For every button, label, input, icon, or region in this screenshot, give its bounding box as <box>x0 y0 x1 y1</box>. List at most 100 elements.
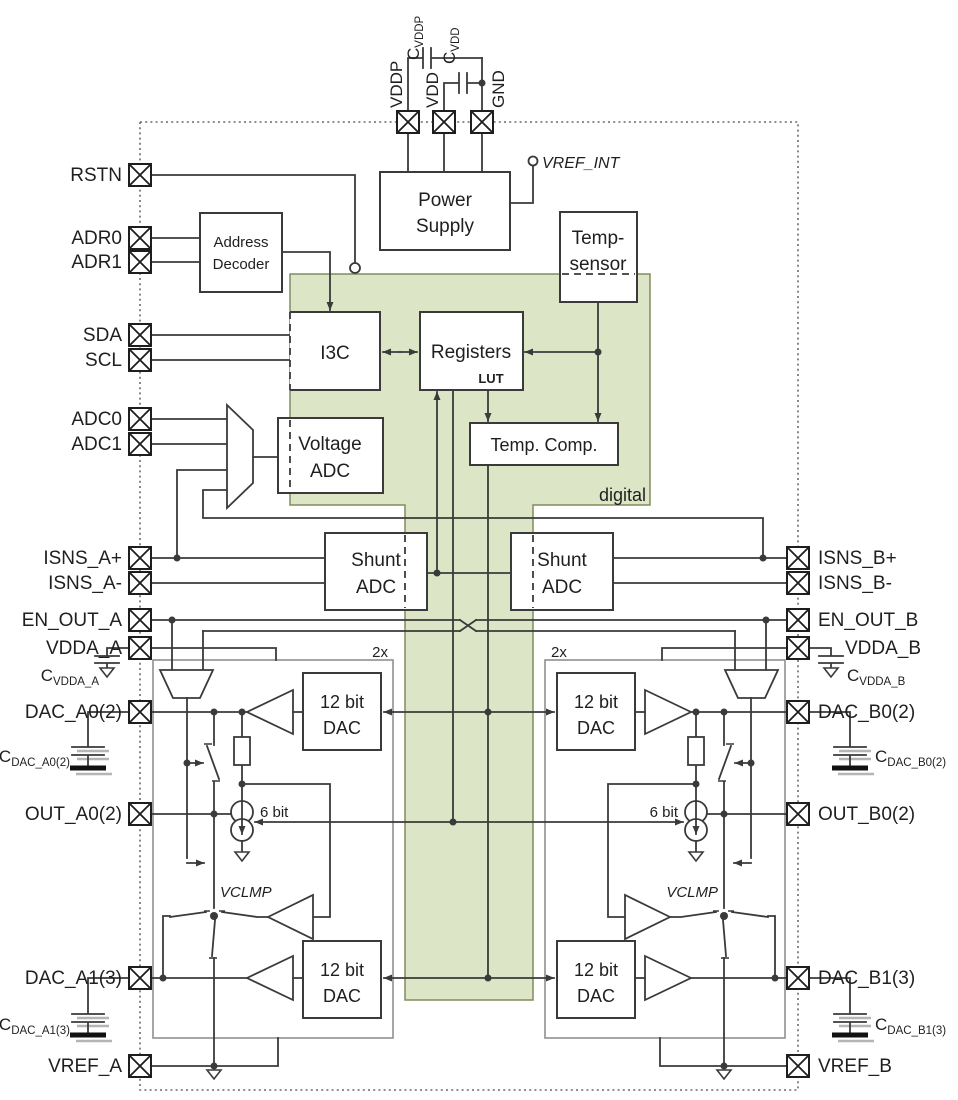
ground-icon-cvdda-a <box>99 667 115 678</box>
pin-out-a0-icon <box>128 802 152 826</box>
ground-icon-b-vref <box>716 1069 732 1080</box>
temp-sensor-label-2: sensor <box>569 254 627 275</box>
dac-b0-block <box>556 672 636 751</box>
dac-a1-label-2: DAC <box>323 986 361 1006</box>
pin-out-b0-icon <box>786 802 810 826</box>
ground-icon-cvdda-b <box>823 667 839 678</box>
temp-sensor-label-1: Temp- <box>572 228 625 249</box>
pin-adc1-icon <box>128 432 152 456</box>
pins-right: ISNS_B+ ISNS_B- EN_OUT_B VDDA_B DAC_B0(2… <box>786 546 921 1078</box>
capacitor-c-vdda-a <box>94 647 130 678</box>
address-decoder-label-1: Address <box>213 234 268 251</box>
chip-boundary <box>139 121 799 1091</box>
cap-c-vdda-a-label: CVDDA_A <box>41 666 100 688</box>
shunt-adc-a-block <box>324 532 428 611</box>
pin-vdda-a-label: VDDA_A <box>46 638 122 659</box>
capacitor-c-vdda-b <box>808 647 844 678</box>
voltage-adc-block <box>277 417 384 494</box>
vref-int-label: VREF_INT <box>542 155 621 172</box>
cap-c-vdda-b-label: CVDDA_B <box>847 666 906 688</box>
pin-dac-b0-label: DAC_B0(2) <box>818 702 915 723</box>
pin-vref-b-label: VREF_B <box>818 1056 892 1077</box>
registers-label: Registers <box>431 342 511 363</box>
shunt-adc-b-label-2: ADC <box>542 577 582 598</box>
adc-mux-icon <box>226 402 254 511</box>
isns-wiring <box>151 554 787 584</box>
pin-vddp-icon <box>396 110 420 134</box>
pin-dac-a0-icon <box>128 700 152 724</box>
pin-adr1-icon <box>128 250 152 274</box>
vclmp-a-label: VCLMP <box>220 884 272 901</box>
pins-left: RSTN ADR0 ADR1 SDA SCL ADC0 ADC1 ISNS_A+… <box>22 163 152 1078</box>
dac-b0-label-2: DAC <box>577 718 615 738</box>
temp-comp-label: Temp. Comp. <box>490 435 597 455</box>
pin-dac-a1-label: DAC_A1(3) <box>25 968 122 989</box>
power-supply-label-1: Power <box>418 190 473 211</box>
pin-out-a0-label: OUT_A0(2) <box>25 804 122 825</box>
pin-adr0-icon <box>128 226 152 250</box>
pin-dac-a1-icon <box>128 966 152 990</box>
cap-c-vddp-label: CVDDP <box>404 15 426 60</box>
channel-a-internals <box>151 647 382 1080</box>
pin-dac-b1-label: DAC_B1(3) <box>818 968 915 989</box>
six-bit-b-label: 6 bit <box>650 804 679 821</box>
pin-adc0-icon <box>128 407 152 431</box>
pin-gnd-label: GND <box>489 70 508 108</box>
capacitor-c-dac-b0 <box>808 711 874 776</box>
pin-scl-label: SCL <box>85 350 122 371</box>
vclmp-b-label: VCLMP <box>666 884 718 901</box>
pin-rstn-label: RSTN <box>70 165 122 186</box>
dac-data-rows <box>254 708 684 982</box>
capacitor-c-dac-b1 <box>808 977 874 1043</box>
pin-rstn-icon <box>128 163 152 187</box>
pin-isns-b-minus-label: ISNS_B- <box>818 573 892 594</box>
cap-c-dac-b1-label: CDAC_B1(3) <box>875 1015 946 1037</box>
voltage-adc-label-1: Voltage <box>298 434 361 455</box>
pin-adr1-label: ADR1 <box>71 252 122 273</box>
cap-c-dac-a1-label: CDAC_A1(3) <box>0 1015 70 1037</box>
ground-icon-a-vref <box>206 1069 222 1080</box>
six-bit-a-label: 6 bit <box>260 804 289 821</box>
pin-vref-a-icon <box>128 1054 152 1078</box>
digital-label: digital <box>599 485 646 505</box>
pin-en-out-b-icon <box>786 608 810 632</box>
temp-comp-block <box>469 422 619 466</box>
address-decoder-block <box>199 212 283 293</box>
supply-wiring <box>407 47 486 173</box>
lut-label: LUT <box>478 371 503 386</box>
resistor-b-icon <box>687 736 705 766</box>
dac-a1-block <box>302 940 382 1019</box>
dac-a0-block <box>302 672 382 751</box>
shunt-adc-a-label-1: Shunt <box>351 550 401 571</box>
pin-out-b0-label: OUT_B0(2) <box>818 804 915 825</box>
pin-isns-b-plus-icon <box>786 546 810 570</box>
vref-int-terminal: VREF_INT <box>509 155 621 204</box>
control-wiring <box>151 174 602 979</box>
clamp-buffer-a-icon <box>265 893 314 941</box>
capacitor-c-dac-a0 <box>70 711 130 776</box>
pin-dac-b1-icon <box>786 966 810 990</box>
power-supply-label-2: Supply <box>416 216 475 237</box>
pin-adr0-label: ADR0 <box>71 228 122 249</box>
vref-int-node-icon <box>527 155 539 167</box>
pin-vdd-icon <box>432 110 456 134</box>
pin-isns-b-minus-icon <box>786 571 810 595</box>
cap-c-vdd-label: CVDD <box>440 27 462 64</box>
dac-a1-label-1: 12 bit <box>320 960 364 980</box>
pins-top: VDDP VDD GND CVDDP CVDD <box>387 15 508 134</box>
pin-en-out-a-label: EN_OUT_A <box>22 610 123 631</box>
pin-en-out-a-icon <box>128 608 152 632</box>
capacitor-c-dac-a1 <box>70 977 130 1043</box>
pin-vdda-b-label: VDDA_B <box>845 638 921 659</box>
registers-block <box>419 311 524 391</box>
pin-adc1-label: ADC1 <box>71 434 122 455</box>
shunt-adc-b-block <box>510 532 614 611</box>
dac-b1-label-2: DAC <box>577 986 615 1006</box>
adc-mux-wiring <box>151 402 764 559</box>
pin-dac-a0-label: DAC_A0(2) <box>25 702 122 723</box>
digital-boundary-dashes <box>289 273 635 608</box>
i3c-block <box>289 311 381 391</box>
dac-b0-label-1: 12 bit <box>574 692 618 712</box>
pin-vref-a-label: VREF_A <box>48 1056 122 1077</box>
channel-b-internals <box>556 647 787 1080</box>
